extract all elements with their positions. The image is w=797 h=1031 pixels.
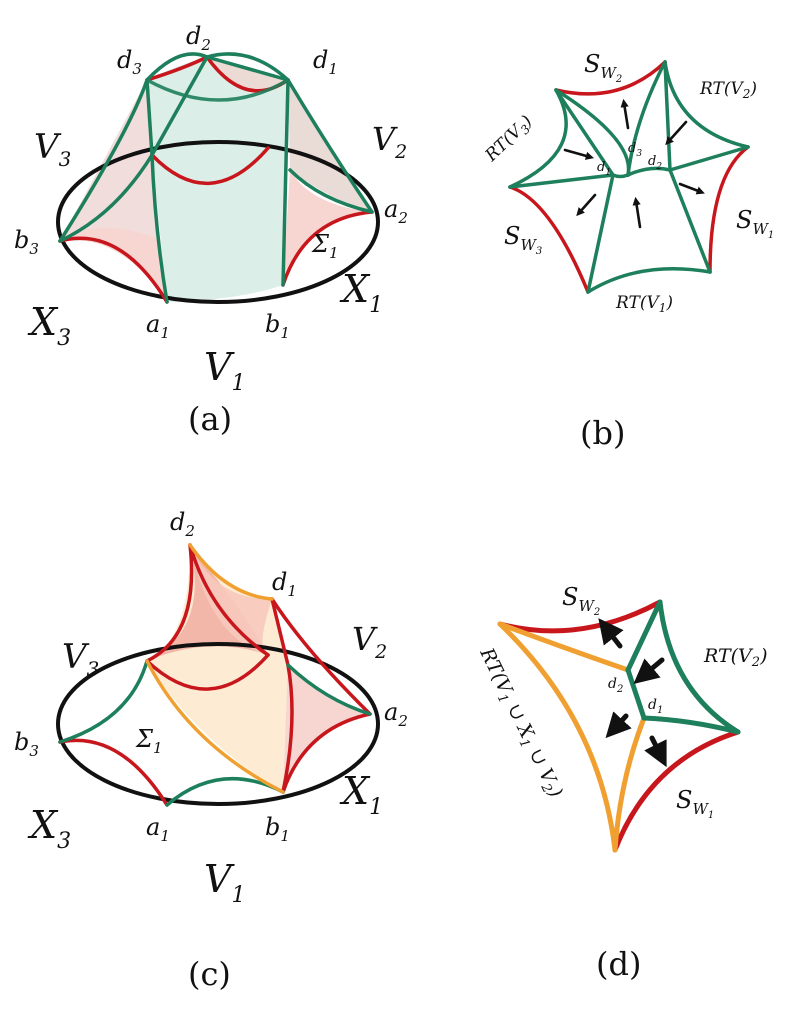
panel-b-arrow-3 [665, 120, 688, 146]
panel-a: d3 d2 d1 V3 V2 a2 b3 Σ1 X1 X3 a1 b1 V1 (… [14, 22, 408, 438]
label-d-RTV2: RT(V2) [703, 645, 767, 670]
label-c-a2: a2 [384, 698, 408, 730]
panel-a-red-curves [58, 55, 374, 304]
panel-a-green-curves [58, 52, 374, 304]
label-d-RT-union: RT(V1 ∪ X1 ∪ V2) [472, 644, 566, 803]
label-a-V2: V2 [372, 120, 407, 163]
label-c-X3: X3 [27, 803, 71, 854]
panel-c-right-pink-fill [283, 665, 370, 792]
label-a-X1: X1 [339, 267, 383, 318]
panel-c-orange-curves [145, 543, 285, 794]
panel-a-base-left-fill [60, 227, 167, 302]
panel-d-arrow-4 [644, 735, 667, 768]
panel-c-boundary-ellipse [56, 642, 380, 806]
panel-c: d2 d1 V3 V2 a2 b3 Σ1 X1 X3 a1 b1 V1 (c) [14, 508, 408, 993]
panel-b-green-curves [508, 60, 750, 294]
label-c-d1: d1 [272, 568, 297, 600]
panel-d-arrow-2 [633, 657, 665, 685]
panel-b-arrow-4 [678, 182, 705, 195]
caption-a: (a) [188, 400, 232, 438]
panel-d-arrow-1 [598, 618, 624, 649]
panel-b-arrow-5 [576, 193, 597, 217]
label-a-b1: b1 [265, 310, 290, 342]
panel-a-upper-pink-fill [207, 57, 288, 91]
panel-d-arrows [598, 618, 667, 768]
label-b-RTV2: RT(V2) [699, 79, 757, 101]
panel-b-red-curves [508, 60, 750, 294]
label-c-a1: a1 [146, 813, 170, 845]
label-a-X3: X3 [27, 300, 71, 351]
panel-d-red-curves [497, 599, 741, 853]
label-c-d2: d2 [170, 508, 195, 540]
panel-a-base-right-fill [283, 170, 372, 285]
panel-b-arrow-1 [563, 148, 595, 160]
panel-c-upper-fill [190, 545, 272, 655]
panel-b: SW2 RT(V2) RT(V3) d3 d1 d2 SW1 SW3 RT(V1… [481, 50, 774, 452]
label-c-b3: b3 [14, 728, 39, 760]
panel-d-arrow-3 [605, 711, 632, 739]
label-d-SW1: SW1 [676, 786, 714, 821]
label-b-SW3: SW3 [504, 222, 542, 257]
panel-d-orange-curves [497, 621, 647, 853]
label-b-d1: d1 [597, 160, 611, 178]
caption-d: (d) [596, 945, 641, 983]
panel-b-arrow-6 [632, 196, 642, 229]
label-a-d2: d2 [186, 22, 211, 54]
label-a-a2: a2 [384, 195, 408, 227]
label-a-d3: d3 [117, 46, 142, 78]
panel-d-green-curves [625, 599, 741, 735]
label-d-SW2: SW2 [562, 583, 600, 618]
label-b-RTV1: RT(V1) [615, 293, 673, 315]
label-b-RTV3: RT(V3) [481, 112, 538, 168]
label-c-V1: V1 [204, 857, 245, 908]
label-b-d2: d2 [648, 154, 662, 172]
label-c-sigma1: Σ1 [135, 725, 163, 757]
label-c-V2: V2 [352, 620, 387, 663]
label-a-b3: b3 [14, 226, 39, 258]
label-b-d3: d3 [628, 141, 642, 159]
label-a-V1: V1 [204, 345, 245, 396]
label-a-a1: a1 [146, 310, 170, 342]
label-a-d1: d1 [313, 46, 338, 78]
label-a-sigma1: Σ1 [311, 230, 339, 262]
label-a-V3: V3 [34, 127, 71, 171]
panel-b-arrow-2 [620, 98, 630, 130]
panel-c-red-curves [58, 543, 372, 807]
caption-b: (b) [580, 414, 625, 452]
label-b-SW2: SW2 [584, 50, 622, 85]
caption-c: (c) [188, 955, 231, 993]
label-c-b1: b1 [265, 813, 290, 845]
label-d-d1: d1 [648, 697, 663, 716]
label-d-d2: d2 [608, 676, 623, 695]
panel-b-arrows [563, 98, 705, 229]
panel-d: SW2 RT(V2) d2 d1 SW1 RT(V1 ∪ X1 ∪ V2) (d… [472, 583, 767, 983]
label-c-X1: X1 [339, 769, 383, 820]
label-c-V3: V3 [62, 637, 99, 681]
label-b-SW1: SW1 [736, 206, 774, 241]
panel-a-boundary-ellipse [56, 140, 380, 304]
panel-a-front-wall-fill [147, 57, 288, 302]
